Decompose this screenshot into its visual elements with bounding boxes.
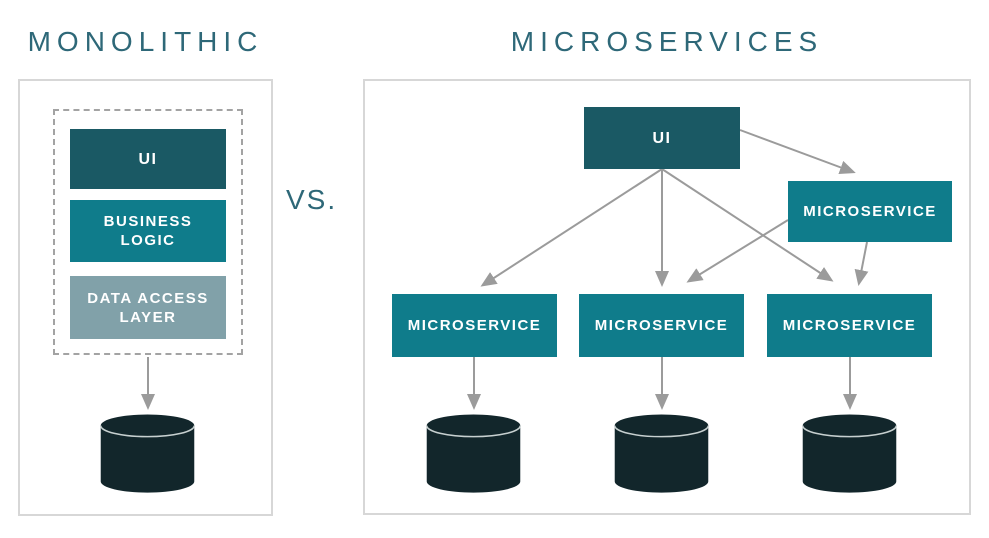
microservice-top-label: MICROSERVICE xyxy=(803,203,937,220)
microservice-1-label: MICROSERVICE xyxy=(407,317,542,334)
database-icon xyxy=(801,414,898,493)
microservice-2-label: MICROSERVICE xyxy=(594,317,729,334)
microservice-box-top: MICROSERVICE xyxy=(788,181,952,242)
microservices-ui-box: UI xyxy=(584,107,740,169)
arrow-ui-to-microservice-1 xyxy=(480,168,663,287)
microservice-box-2: MICROSERVICE xyxy=(579,294,744,357)
title-monolithic: MONOLITHIC xyxy=(27,26,264,57)
database-icon xyxy=(425,414,522,493)
arrow-ui-to-top-microservice xyxy=(739,129,856,175)
business-logic-label-line2: LOGIC xyxy=(120,232,176,249)
data-access-label-line2: LAYER xyxy=(119,308,177,326)
title-microservices: MICROSERVICES xyxy=(510,26,824,57)
microservice-box-3: MICROSERVICE xyxy=(767,294,932,357)
monolith-boundary-dashed-box xyxy=(53,109,243,355)
arrow-top-microservice-to-microservice-2 xyxy=(686,219,789,283)
monolith-layer-data-access: DATA ACCESS LAYER xyxy=(70,276,226,339)
monolith-layer-business-logic: BUSINESS LOGIC xyxy=(70,200,226,262)
vs-label: VS. xyxy=(286,184,338,215)
arrow-top-microservice-to-microservice-3 xyxy=(854,241,869,286)
monolithic-panel: UI BUSINESS LOGIC DATA ACCESS LAYER xyxy=(18,79,273,516)
database-icon xyxy=(613,414,710,493)
database-icon xyxy=(99,414,196,493)
microservice-box-1: MICROSERVICE xyxy=(392,294,557,357)
business-logic-label-line1: BUSINESS xyxy=(103,213,193,230)
microservice-3-label: MICROSERVICE xyxy=(782,317,917,334)
monolith-layer-ui-label: UI xyxy=(138,150,158,168)
monolith-layer-ui: UI xyxy=(70,129,226,189)
microservices-panel: UI MICROSERVICE MICROSERVICE MICROSERVIC… xyxy=(363,79,971,515)
microservices-ui-label: UI xyxy=(652,129,672,147)
data-access-label-line1: DATA ACCESS xyxy=(87,289,209,307)
